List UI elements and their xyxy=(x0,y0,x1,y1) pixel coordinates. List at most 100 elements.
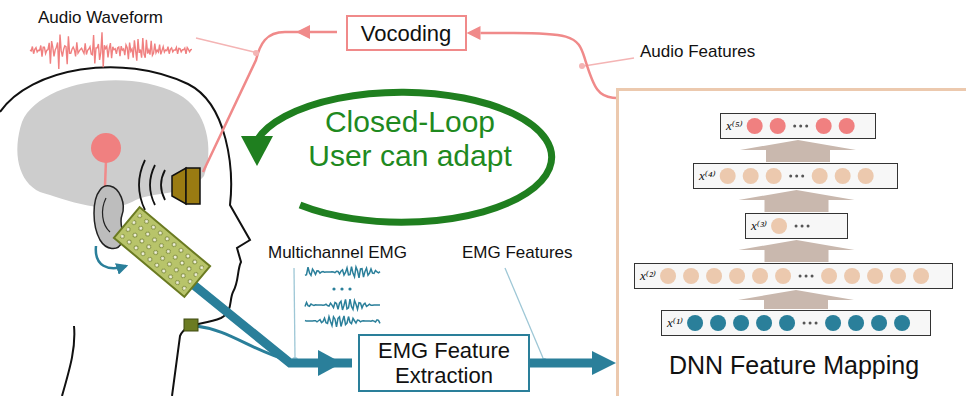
neck-back xyxy=(62,326,74,396)
neuron xyxy=(821,268,837,284)
emg-feature-line xyxy=(530,359,592,368)
neuron xyxy=(894,315,910,331)
neuron xyxy=(811,168,827,184)
neuron xyxy=(867,268,883,284)
audio-arrowhead xyxy=(296,25,310,39)
neuron xyxy=(913,268,929,284)
neuron xyxy=(815,118,831,134)
layer-arrow xyxy=(739,190,855,212)
ref-cable xyxy=(196,326,290,361)
neuron xyxy=(769,118,785,134)
ellipsis-dot xyxy=(800,224,803,227)
neuron xyxy=(890,268,906,284)
layer-arrow xyxy=(740,140,856,162)
ellipsis-dot xyxy=(810,274,813,277)
neuron xyxy=(834,168,850,184)
neuron-row xyxy=(693,163,898,189)
layer-label: x⁽¹⁾ xyxy=(667,315,683,331)
leader-line xyxy=(294,268,295,358)
layer-box: x⁽³⁾ xyxy=(745,213,848,239)
layer-box: x⁽²⁾ xyxy=(634,263,953,289)
leader-dot xyxy=(579,63,585,69)
neuron-row xyxy=(634,263,953,289)
ellipsis-dot xyxy=(795,174,798,177)
process-box: EMG Feature Extraction xyxy=(358,334,530,392)
ellipsis-dot xyxy=(805,124,808,127)
neuron xyxy=(706,268,722,284)
ellipsis-dot xyxy=(332,287,335,290)
ellipsis-dot xyxy=(801,174,804,177)
layer-label: x⁽⁵⁾ xyxy=(726,118,743,134)
neuron xyxy=(779,315,795,331)
neuron xyxy=(719,168,735,184)
layer-arrow xyxy=(739,240,855,262)
annotation-label: Multichannel EMG xyxy=(268,243,407,263)
sound-wave xyxy=(139,160,165,210)
neuron xyxy=(742,168,758,184)
neuron xyxy=(752,268,768,284)
ellipsis-dot xyxy=(804,274,807,277)
emg-trace xyxy=(305,299,380,310)
ref-electrode xyxy=(184,319,198,331)
auditory-cortex xyxy=(91,133,121,163)
ear-inner xyxy=(103,198,110,232)
node-label: DNN Feature Mapping xyxy=(619,351,966,380)
ellipsis-dot xyxy=(808,321,811,324)
ellipsis-dot xyxy=(793,124,796,127)
emg-signals xyxy=(305,267,380,327)
ellipsis-dot xyxy=(806,224,809,227)
node-label: EMG Feature Extraction xyxy=(366,338,522,388)
leader-line xyxy=(584,58,634,66)
neuron xyxy=(765,168,781,184)
speaker-body xyxy=(186,168,200,204)
ear-to-electrode xyxy=(96,246,126,268)
neuron xyxy=(775,268,791,284)
annotation-label: Audio Waveform xyxy=(38,8,163,28)
neuron xyxy=(838,118,854,134)
ellipsis-dot xyxy=(340,287,343,290)
neuron xyxy=(729,268,745,284)
loop-arrow xyxy=(257,92,552,222)
neuron xyxy=(871,315,887,331)
leader-dot xyxy=(253,50,259,56)
neuron-row xyxy=(720,113,876,139)
node-label: Vocoding xyxy=(361,21,452,46)
loop-label: Closed-Loop User can adapt xyxy=(295,105,525,173)
neuron xyxy=(756,315,772,331)
layer-label: x⁽³⁾ xyxy=(751,218,767,234)
audio-feature-line xyxy=(481,33,617,98)
emg-trace xyxy=(305,316,380,327)
annotation-label: Audio Features xyxy=(640,42,755,62)
neuron xyxy=(771,218,787,234)
neuron xyxy=(710,315,726,331)
layer-label: x⁽²⁾ xyxy=(640,268,656,284)
layer-arrow xyxy=(738,290,854,309)
leader-line xyxy=(196,38,254,52)
process-box: Vocoding xyxy=(346,15,467,51)
neuron xyxy=(683,268,699,284)
ellipsis-dot xyxy=(794,224,797,227)
ellipsis-dot xyxy=(814,321,817,324)
ellipsis-dot xyxy=(802,321,805,324)
neuron xyxy=(857,168,873,184)
ellipsis-dot xyxy=(798,274,801,277)
layer-label: x⁽⁴⁾ xyxy=(699,168,716,184)
network-panel: DNN Feature Mapping x⁽⁵⁾ x⁽⁴⁾ x⁽³⁾ x⁽²⁾ x⁽¹⁾ xyxy=(616,88,966,396)
layer-box: x⁽⁴⁾ xyxy=(693,163,898,189)
neuron xyxy=(848,315,864,331)
neuron xyxy=(746,118,762,134)
emg-trace xyxy=(305,267,380,278)
waveform-trace xyxy=(30,32,192,69)
neuron xyxy=(825,315,841,331)
cable-arrowhead xyxy=(318,350,342,376)
neuron xyxy=(733,315,749,331)
neuron xyxy=(660,268,676,284)
head-outline xyxy=(0,67,250,396)
electrode-array xyxy=(114,207,210,297)
layer-box: x⁽⁵⁾ xyxy=(720,113,876,139)
ellipsis-dot xyxy=(348,287,351,290)
audio-waveform xyxy=(30,32,192,69)
ellipsis-dot xyxy=(789,174,792,177)
neuron xyxy=(844,268,860,284)
annotation-label: EMG Features xyxy=(462,243,573,263)
